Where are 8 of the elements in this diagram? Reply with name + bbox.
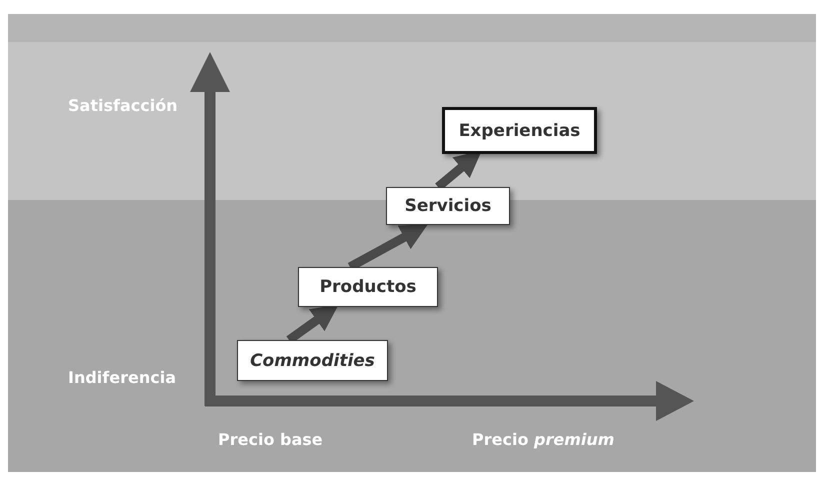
stage-box: Servicios <box>386 187 510 225</box>
axis-label: Satisfacción <box>68 96 178 115</box>
axis-label: Indiferencia <box>68 368 176 387</box>
axis-label: Precio premium <box>472 430 614 449</box>
stage-box: Commodities <box>237 340 388 381</box>
stage-box: Experiencias <box>442 107 597 154</box>
axis-label: Precio base <box>218 430 323 449</box>
stage-box: Productos <box>298 267 438 307</box>
